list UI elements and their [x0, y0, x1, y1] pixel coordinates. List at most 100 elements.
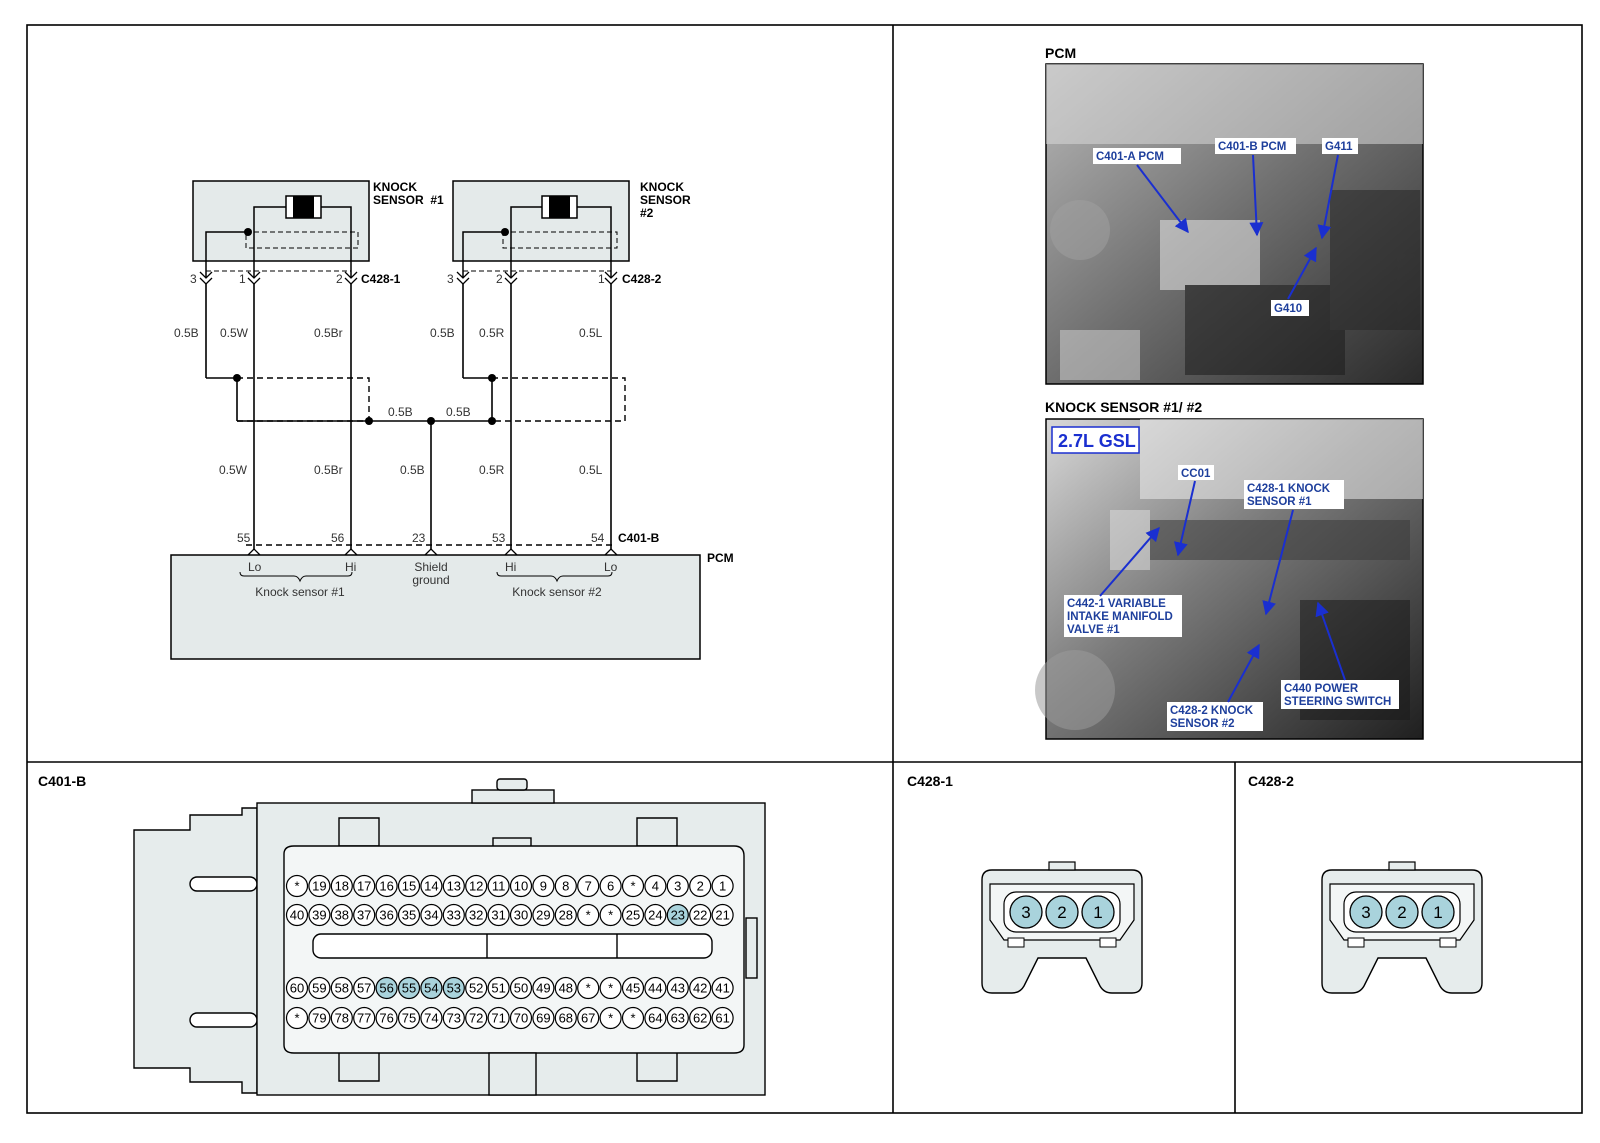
c401b-pin-78 [330, 1006, 353, 1030]
c401b-pin-14 [420, 874, 443, 898]
wire-label-5: 0.5L [579, 326, 603, 340]
c401b-pin-blank [621, 1006, 645, 1030]
lower-wire-label-0: 0.5W [219, 463, 248, 477]
c428-2-pin-2: 2 [496, 272, 503, 286]
c428-pin-3 [1349, 895, 1383, 929]
callout-c428-1-line-1: C428-1 KNOCK [1247, 483, 1331, 495]
c401b-pin-72 [465, 1006, 488, 1030]
c401b-pin-17 [353, 874, 376, 898]
engine-badge: 2.7L GSL [1058, 431, 1136, 451]
c401b-pin-10 [509, 874, 533, 898]
c401b-pin-79 [308, 1006, 331, 1030]
c401b-pin-label: 55 [402, 981, 416, 996]
c428-2-connector-label: C428-2 [622, 272, 662, 286]
c401b-pin-77 [353, 1006, 376, 1030]
c428-pin-label: 2 [1397, 903, 1406, 922]
c401b-pin-label: 45 [626, 981, 640, 996]
lower-wire-label-3: 0.5R [479, 463, 505, 477]
c401b-pin-23 [666, 903, 689, 927]
shield-ground-line-1: Shield [414, 560, 447, 574]
callout-g410: G410 [1274, 303, 1302, 315]
c428-connector-chevrons [199, 271, 618, 285]
c401b-pin-label: 4 [652, 879, 659, 894]
pcm-photo-title: PCM [1045, 45, 1076, 61]
c401b-pin-label: 15 [402, 879, 416, 894]
c401b-pin-label: 10 [514, 879, 528, 894]
wire-label-0: 0.5B [174, 326, 199, 340]
c428-latch [1388, 861, 1416, 871]
c401b-pin-label: 38 [335, 908, 349, 923]
terminal-lo-1: Lo [248, 560, 262, 574]
c401b-pin-label: 18 [335, 879, 349, 894]
c401b-pin-label: 58 [335, 981, 349, 996]
c401b-pin-8 [554, 874, 577, 898]
c401b-pin-label: 53 [447, 981, 461, 996]
c401b-pin-16 [375, 874, 398, 898]
c401b-pin-label: 60 [290, 981, 304, 996]
c401b-pin-2 [689, 874, 712, 898]
c401b-pin-44 [644, 976, 667, 1000]
knock-photo-title: KNOCK SENSOR #1/ #2 [1045, 399, 1202, 415]
c401b-pin-3 [666, 874, 689, 898]
c401b-pin-label: 54 [424, 981, 438, 996]
c401b-pin-28 [554, 903, 577, 927]
c401b-pin-29 [532, 903, 555, 927]
c401b-pin-label: 3 [674, 879, 681, 894]
c401b-pin-label: * [294, 879, 299, 894]
shield-ground-line-2: ground [412, 573, 449, 587]
frame-grid [26, 24, 1583, 1114]
c401b-connector-title: C401-B [38, 773, 86, 789]
c401b-pin-60 [285, 976, 309, 1000]
c401b-pin-label: 48 [559, 981, 573, 996]
c401b-pin-label: 29 [536, 908, 550, 923]
callout-c428-2-line-2: SENSOR #2 [1170, 718, 1235, 730]
c401b-pin-label: 43 [671, 981, 685, 996]
c401b-pin-label: * [608, 981, 613, 996]
pcm-module-label: PCM [707, 551, 734, 565]
c401b-pin-blank [285, 874, 309, 898]
c401b-pin-blank [599, 903, 622, 927]
c401b-pin-label: 62 [693, 1011, 707, 1026]
c401b-pin-blank [621, 874, 645, 898]
callout-c401b-pcm: C401-B PCM [1218, 141, 1286, 153]
callout-c428-1-line-2: SENSOR #1 [1247, 496, 1312, 508]
c428-pin-2 [1385, 895, 1419, 929]
terminal-hi-2: Hi [505, 560, 516, 574]
c401b-pin-label: 71 [491, 1011, 505, 1026]
c401b-pin-32 [465, 903, 488, 927]
c401b-pin-58 [330, 976, 353, 1000]
knock-sensor-2-box: KNOCK SENSOR #2 [452, 180, 691, 277]
c401b-pin-12 [465, 874, 488, 898]
c428-pin-label: 3 [1361, 903, 1370, 922]
c401b-pin-label: 50 [514, 981, 528, 996]
c401b-pin-68 [554, 1006, 577, 1030]
pcm-pin-55: 55 [237, 531, 251, 545]
c401b-pin-label: 32 [469, 908, 483, 923]
c401b-pin-57 [353, 976, 376, 1000]
c401b-pin-24 [644, 903, 667, 927]
c401b-pin-label: 6 [607, 879, 614, 894]
wire-label-3: 0.5B [430, 326, 455, 340]
c428-pin-1 [1421, 895, 1455, 929]
c401b-pin-label: 77 [357, 1011, 371, 1026]
callout-c428-2-line-1: C428-2 KNOCK [1170, 705, 1254, 717]
c401b-pin-51 [487, 976, 510, 1000]
sensor-1-label-line-2: SENSOR #1 [373, 193, 444, 207]
c401b-pin-label: 28 [559, 908, 573, 923]
c401b-schematic-label: C401-B [618, 531, 660, 545]
c401b-pin-label: * [294, 1011, 299, 1026]
c401b-pin-54 [420, 976, 443, 1000]
junction-label-left: 0.5B [388, 405, 413, 419]
c401b-pin-50 [509, 976, 533, 1000]
c401b-pin-label: 9 [540, 879, 547, 894]
c401b-pin-label: 8 [562, 879, 569, 894]
c428-1-pin-2: 2 [336, 272, 343, 286]
c401b-pin-label: 36 [379, 908, 393, 923]
pcm-photo-panel: PCM C401-A PCM C401-B PCM G411 G410 [1045, 45, 1424, 385]
c401b-pin-34 [420, 903, 443, 927]
c401b-pin-label: 73 [447, 1011, 461, 1026]
c401b-pin-73 [442, 1006, 465, 1030]
c401b-pin-label: 37 [357, 908, 371, 923]
c401b-pin-19 [308, 874, 331, 898]
